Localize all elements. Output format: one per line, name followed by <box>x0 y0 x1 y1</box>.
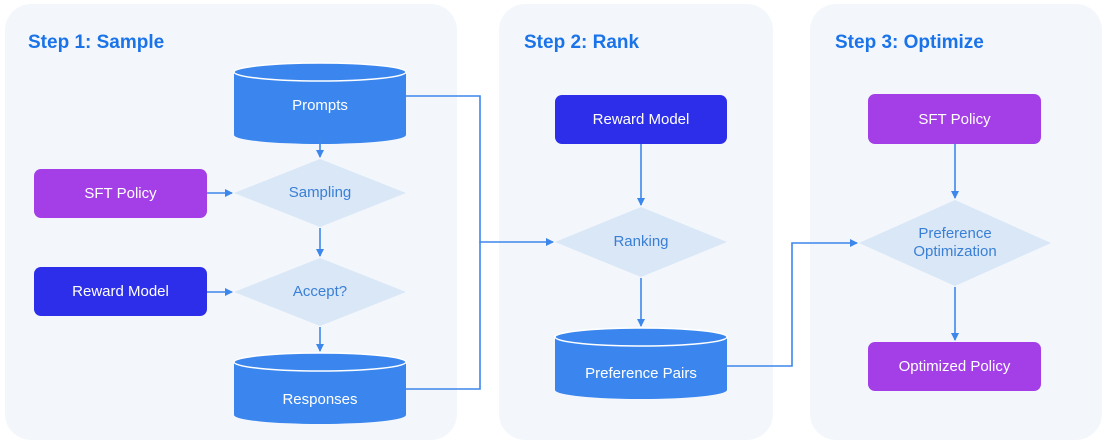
responses-label: Responses <box>282 390 358 408</box>
accept-diamond <box>234 258 406 326</box>
sampling-label: Sampling <box>288 184 352 201</box>
sampling-diamond <box>234 159 406 227</box>
step2-title: Step 2: Rank <box>524 32 640 53</box>
optimized-policy-node: Optimized Policy <box>868 342 1041 391</box>
connector-pairs-to-optimization <box>727 239 858 367</box>
responses-cylinder <box>233 352 407 424</box>
step3-sft-policy-node: SFT Policy <box>868 94 1041 144</box>
prompts-cylinder <box>233 62 407 144</box>
prompts-label: Prompts <box>292 96 348 114</box>
sft-policy-node: SFT Policy <box>34 169 207 218</box>
preference-optimization-diamond <box>859 200 1051 286</box>
preference-optimization-label: Preference Optimization <box>913 225 997 260</box>
reward-model-node: Reward Model <box>34 267 207 316</box>
step2-reward-model-node: Reward Model <box>555 95 727 144</box>
connector-responses-to-ranking <box>406 242 481 390</box>
preference-pairs-label: Preference Pairs <box>585 364 697 382</box>
step3-title: Step 3: Optimize <box>835 32 984 53</box>
preference-pairs-cylinder <box>554 327 728 399</box>
ranking-diamond <box>555 207 727 277</box>
connector-prompts-to-ranking <box>406 95 554 246</box>
accept-label: Accept? <box>292 283 348 300</box>
ranking-label: Ranking <box>613 233 669 250</box>
step1-title: Step 1: Sample <box>28 32 165 53</box>
